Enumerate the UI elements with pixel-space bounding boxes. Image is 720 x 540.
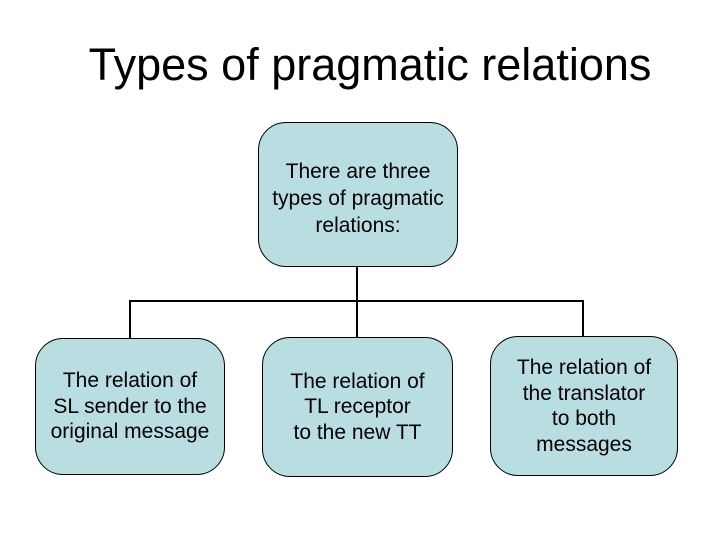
text-line: types of pragmatic bbox=[272, 187, 444, 210]
text-line: There are three bbox=[285, 160, 431, 183]
text-line: The relation of bbox=[62, 369, 198, 393]
text-line: TL receptor bbox=[304, 395, 411, 419]
connector-root-vertical bbox=[356, 267, 358, 302]
slide-title: Types of pragmatic relations bbox=[88, 39, 652, 90]
text-line: original message bbox=[50, 420, 210, 444]
diagram-box-translator: The relation of the translator to both m… bbox=[490, 336, 678, 476]
diagram-box-root-text: There are three types of pragmatic relat… bbox=[272, 150, 444, 239]
diagram-box-sl-sender-text: The relation of SL sender to the origina… bbox=[51, 368, 210, 445]
text-line: relations: bbox=[315, 214, 401, 237]
text-line: the translator bbox=[522, 381, 646, 405]
text-line: The relation of bbox=[290, 369, 425, 393]
diagram-box-tl-receptor: The relation of TL receptor to the new T… bbox=[262, 337, 453, 477]
connector-left-vertical bbox=[129, 300, 131, 338]
text-line: SL sender to the bbox=[53, 394, 207, 418]
connector-middle-vertical bbox=[356, 300, 358, 337]
diagram-box-translator-text: The relation of the translator to both m… bbox=[517, 355, 651, 457]
diagram-box-tl-receptor-text: The relation of TL receptor to the new T… bbox=[290, 369, 424, 446]
diagram-box-root: There are three types of pragmatic relat… bbox=[258, 122, 458, 267]
text-line: The relation of bbox=[516, 356, 652, 379]
connector-right-vertical bbox=[582, 300, 584, 336]
text-line: to the new TT bbox=[293, 420, 422, 444]
diagram-box-sl-sender: The relation of SL sender to the origina… bbox=[35, 338, 225, 475]
text-line: to both bbox=[551, 407, 617, 430]
text-line: messages bbox=[536, 432, 632, 456]
